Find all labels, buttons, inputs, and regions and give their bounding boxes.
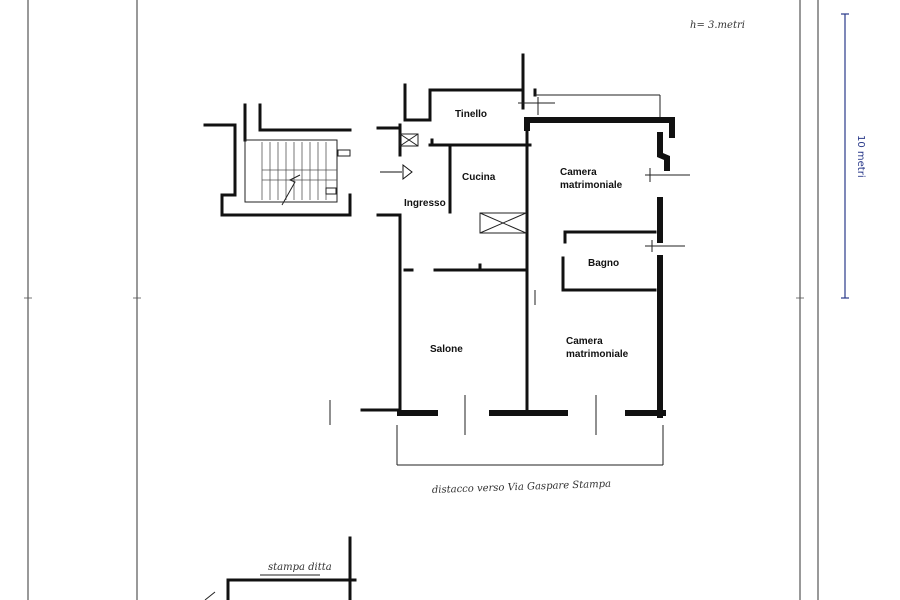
- distance-dimension: [396, 425, 664, 466]
- room-label-camera-top-1: Camera: [560, 167, 597, 178]
- room-label-cucina: Cucina: [462, 172, 496, 183]
- stairwell: [203, 103, 352, 217]
- room-label-bagno: Bagno: [588, 258, 619, 269]
- room-label-tinello: Tinello: [455, 109, 487, 120]
- room-label-camera-top-2: matrimoniale: [560, 180, 623, 191]
- sheet-border: [24, 0, 819, 600]
- openings: [329, 97, 690, 435]
- height-note: h= 3.metri: [690, 20, 745, 31]
- room-label-camera-bottom-1: Camera: [566, 336, 603, 347]
- scale-bar: 10 metri: [841, 13, 866, 299]
- scale-bar-label: 10 metri: [855, 135, 866, 178]
- distance-note: distacco verso Via Gaspare Stampa: [432, 479, 611, 496]
- room-label-camera-bottom-2: matrimoniale: [566, 349, 629, 360]
- room-label-ingresso: Ingresso: [404, 198, 446, 209]
- lower-plan-note: stampa ditta: [268, 562, 332, 573]
- apartment-walls: [360, 53, 675, 418]
- lower-plan-fragment: [204, 536, 357, 600]
- entry-arrow: [380, 163, 413, 181]
- room-label-salone: Salone: [430, 344, 463, 355]
